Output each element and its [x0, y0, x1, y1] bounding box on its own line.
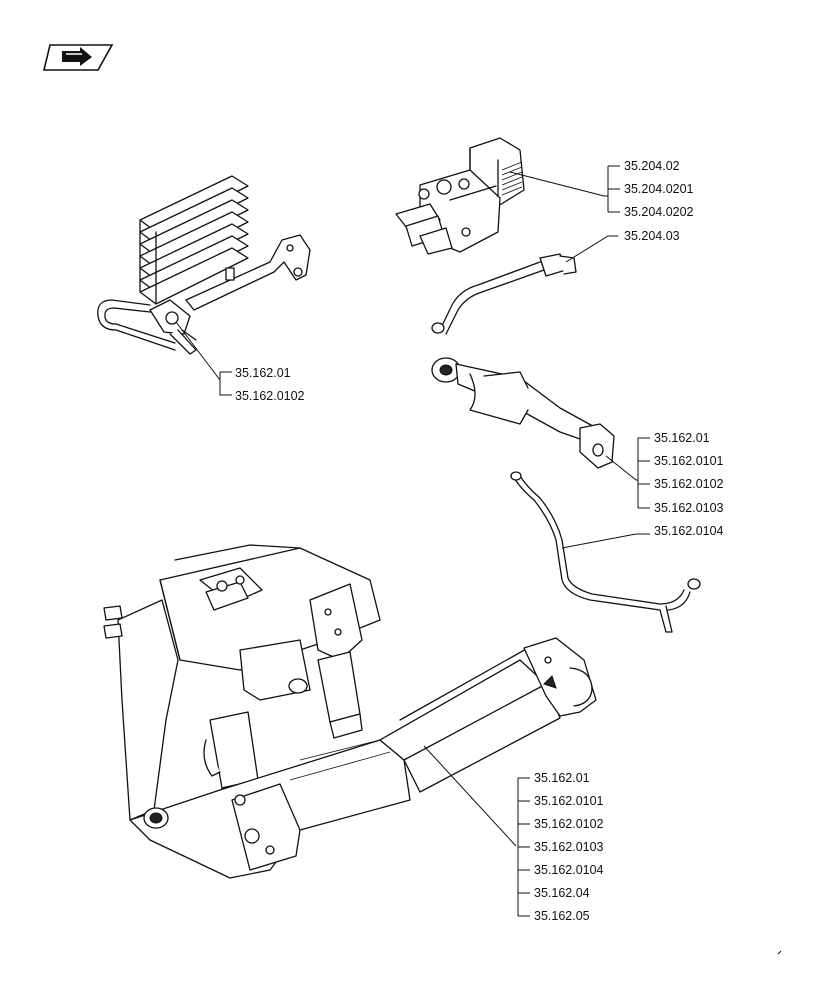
- ref-link-35-204-02[interactable]: 35.204.02: [624, 159, 680, 173]
- corner-mark: [777, 950, 782, 955]
- callout-oil-cooler: 35.162.01 35.162.0102: [219, 366, 305, 403]
- ref-link-35-162-0102[interactable]: 35.162.0102: [235, 389, 305, 403]
- ref-link-35-162-01[interactable]: 35.162.01: [235, 366, 291, 380]
- callout-top-link: 35.162.01 35.162.0101 35.162.0102 35.162…: [636, 431, 724, 515]
- front-hitch-illustration: [103, 544, 597, 879]
- ref-link-35-204-0202[interactable]: 35.204.0202: [624, 205, 694, 219]
- ref-link-35-162-01[interactable]: 35.162.01: [534, 771, 590, 785]
- ref-link-35-162-0103[interactable]: 35.162.0103: [534, 840, 604, 854]
- ref-link-35-162-0102[interactable]: 35.162.0102: [654, 477, 724, 491]
- oil-cooler-illustration: [97, 175, 311, 381]
- ref-link-35-204-03[interactable]: 35.204.03: [624, 229, 680, 243]
- ref-link-35-162-0103[interactable]: 35.162.0103: [654, 501, 724, 515]
- callout-control-valve: 35.204.02 35.204.0201 35.204.0202: [604, 159, 694, 219]
- top-link-illustration: [431, 357, 637, 481]
- navigation-arrow-icon: [62, 47, 92, 66]
- ref-link-35-162-04[interactable]: 35.162.04: [534, 886, 590, 900]
- ref-link-35-162-0102[interactable]: 35.162.0102: [534, 817, 604, 831]
- callout-front-hitch: 35.162.01 35.162.0101 35.162.0102 35.162…: [517, 771, 604, 923]
- ref-link-35-162-01[interactable]: 35.162.01: [654, 431, 710, 445]
- callout-hydraulic-pipe: 35.162.0104: [636, 524, 724, 538]
- control-valve-illustration: [395, 137, 605, 255]
- ref-link-35-204-0201[interactable]: 35.204.0201: [624, 182, 694, 196]
- hydraulic-pipe-illustration: [510, 471, 701, 633]
- ref-link-35-162-0101[interactable]: 35.162.0101: [534, 794, 604, 808]
- ref-link-35-162-0104[interactable]: 35.162.0104: [654, 524, 724, 538]
- callout-valve-pipe: 35.204.03: [624, 229, 680, 243]
- navigation-button[interactable]: [42, 44, 114, 71]
- valve-pipe-illustration: [431, 235, 618, 335]
- ref-link-35-162-0101[interactable]: 35.162.0101: [654, 454, 724, 468]
- ref-link-35-162-0104[interactable]: 35.162.0104: [534, 863, 604, 877]
- ref-link-35-162-05[interactable]: 35.162.05: [534, 909, 590, 923]
